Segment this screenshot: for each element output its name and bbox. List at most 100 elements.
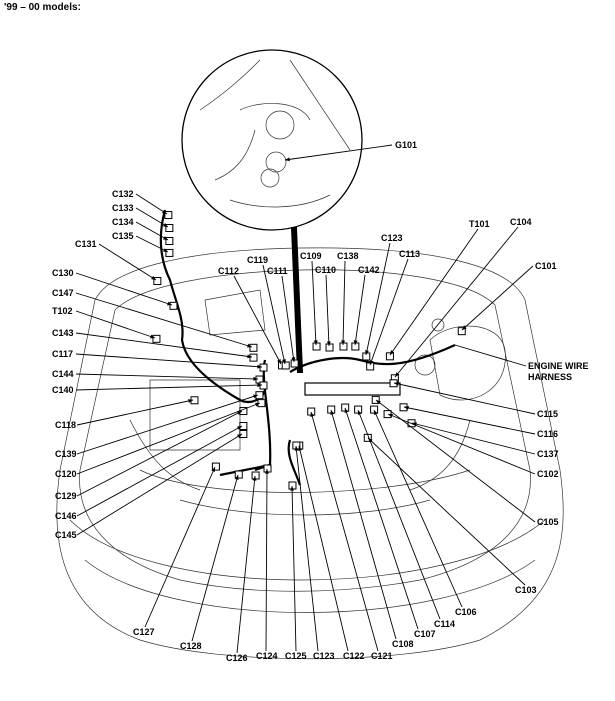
arrowhead-icon <box>237 426 242 430</box>
leader-line-c140 <box>75 384 263 391</box>
leader-line-c111 <box>281 275 295 363</box>
ground-cable <box>290 227 304 373</box>
leader-line-engine-wire-harness <box>454 344 527 367</box>
arrowhead-icon <box>162 209 167 214</box>
leader-line-c132 <box>135 193 168 215</box>
leader-line-c108 <box>330 409 397 640</box>
arrowhead-icon <box>285 157 290 162</box>
diagram-title: '99 – 00 models: <box>4 2 81 13</box>
label-c143: C143 <box>52 328 74 338</box>
arrowhead-icon <box>253 394 258 399</box>
label-c138: C138 <box>337 251 359 261</box>
label-c145: C145 <box>55 530 77 540</box>
leader-line-c128 <box>191 474 239 642</box>
arrowhead-icon <box>252 476 257 481</box>
label-c135: C135 <box>112 231 134 241</box>
leader-line-c130 <box>75 272 173 306</box>
label-t101: T101 <box>469 219 490 229</box>
label-c103: C103 <box>515 585 537 595</box>
label-c129: C129 <box>55 491 77 501</box>
leader-line-c127 <box>144 466 216 628</box>
connector-c143 <box>249 353 258 362</box>
arrowhead-icon <box>211 467 215 472</box>
arrowhead-icon <box>341 340 346 345</box>
label-c111: C111 <box>267 266 288 276</box>
leader-line-c134 <box>135 221 169 241</box>
leader-line-c113 <box>369 258 409 366</box>
arrowhead-icon <box>390 350 395 355</box>
arrowhead-icon <box>247 343 252 348</box>
label-c128: C128 <box>180 641 202 651</box>
leader-line-c133 <box>135 207 169 228</box>
arrowhead-icon <box>234 475 239 480</box>
label-c123-top: C123 <box>381 233 403 243</box>
arrowhead-icon <box>462 325 467 330</box>
arrowhead-icon <box>369 360 374 365</box>
connector-c110 <box>325 343 334 352</box>
label-c109: C109 <box>300 251 322 261</box>
connector-c132 <box>164 211 173 220</box>
leader-line-c144 <box>75 373 259 380</box>
harness-wires <box>159 209 456 486</box>
leader-lines <box>75 144 536 654</box>
arrowhead-icon <box>237 411 242 415</box>
leader-line-c125 <box>291 485 297 652</box>
leader-line-c138 <box>342 260 346 346</box>
connector-labels: G101C132C133C134C135C131C130C147T102C143… <box>52 140 559 663</box>
label-c130: C130 <box>52 268 74 278</box>
arrowhead-icon <box>257 383 262 388</box>
arrowhead-icon <box>313 340 318 345</box>
label-c140: C140 <box>52 385 74 395</box>
arrowhead-icon <box>326 341 331 346</box>
arrowhead-icon <box>376 400 381 405</box>
label-c125: C125 <box>285 651 307 661</box>
leader-line-g101 <box>284 144 393 161</box>
leader-line-t101 <box>389 228 479 356</box>
label-c133: C133 <box>112 203 134 213</box>
connector-c128 <box>234 470 243 479</box>
leader-line-c119 <box>262 264 286 365</box>
arrowhead-icon <box>151 275 156 280</box>
connector-c105 <box>371 395 380 404</box>
arrowhead-icon <box>310 412 315 417</box>
leader-line-c101 <box>461 265 534 331</box>
connector-c133 <box>165 224 174 233</box>
label-c121: C121 <box>371 651 393 661</box>
arrowhead-icon <box>163 222 168 227</box>
connector-c131 <box>153 277 162 286</box>
leader-line-c104 <box>394 226 519 378</box>
label-t102: T102 <box>52 306 73 316</box>
connector-c111 <box>290 359 299 368</box>
arrowhead-icon <box>394 382 399 386</box>
arrowhead-icon <box>163 248 168 252</box>
leader-line-c126 <box>236 475 256 654</box>
leader-line-c102 <box>387 413 536 475</box>
arrowhead-icon <box>395 372 400 377</box>
leader-line-c131 <box>98 243 157 281</box>
leader-line-c146 <box>76 425 243 517</box>
connector-c101 <box>457 327 466 336</box>
label-c144: C144 <box>52 369 74 379</box>
arrowhead-icon <box>265 469 269 474</box>
label-c116: C116 <box>537 429 558 439</box>
leader-line-c117 <box>75 353 263 368</box>
arrowhead-icon <box>277 359 281 364</box>
leader-line-c137 <box>411 422 536 455</box>
connector-c117 <box>259 363 268 372</box>
connector-c134 <box>165 236 174 245</box>
label-c131: C131 <box>75 239 97 249</box>
label-c104: C104 <box>510 217 532 227</box>
label-c119: C119 <box>247 255 268 265</box>
leader-line-c145 <box>76 433 243 536</box>
label-c124: C124 <box>256 651 278 661</box>
label-c101: C101 <box>535 261 557 271</box>
connector-t101 <box>385 352 394 361</box>
connector-c109 <box>312 342 321 351</box>
label-c147: C147 <box>52 288 74 298</box>
label-c139: C139 <box>55 449 77 459</box>
leader-line-c103 <box>367 437 526 586</box>
leader-line-c109 <box>311 260 317 346</box>
arrowhead-icon <box>237 434 242 439</box>
leader-line-c135 <box>135 235 169 253</box>
